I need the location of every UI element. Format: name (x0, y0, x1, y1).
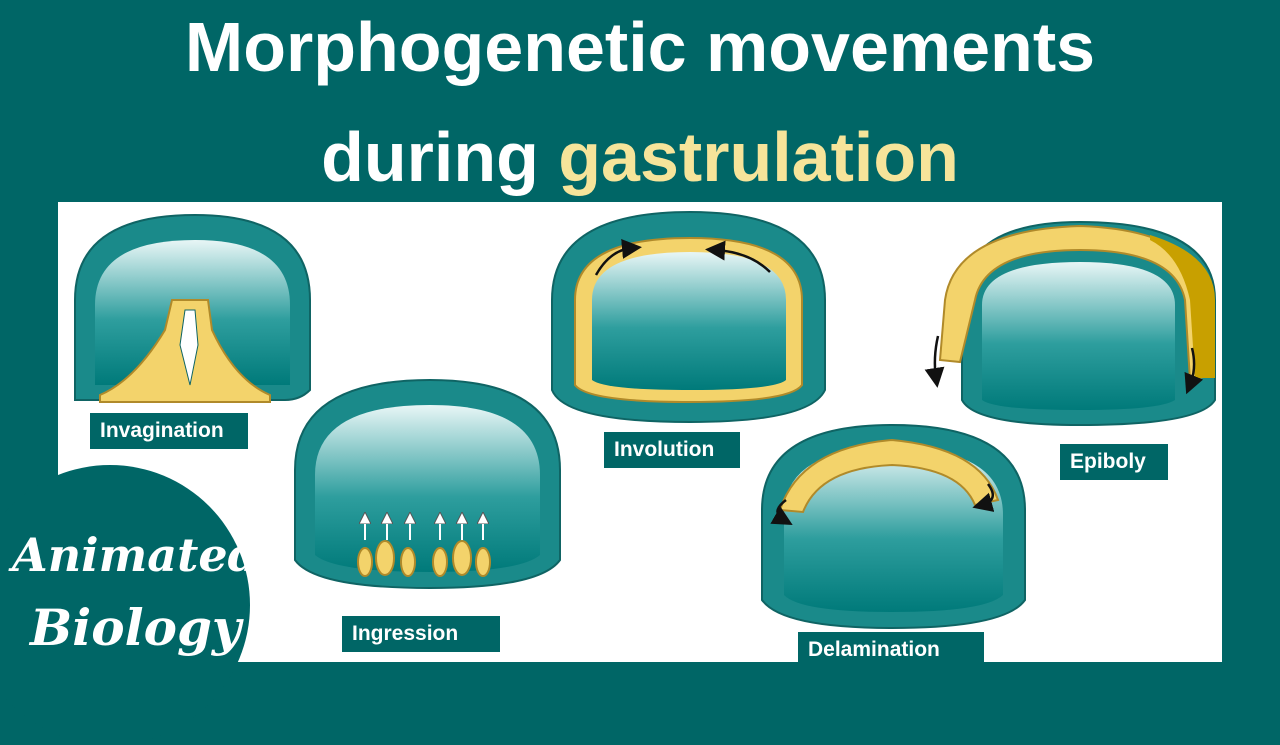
involution-embryo (551, 210, 826, 424)
invagination-embryo (74, 213, 311, 403)
delamination-embryo (761, 423, 1026, 630)
label-delamination: Delamination (798, 632, 984, 668)
label-ingression: Ingression (342, 616, 500, 652)
label-epiboly: Epiboly (1060, 444, 1168, 480)
diagram-drawing (74, 210, 1216, 630)
title-line-1: Morphogenetic movements (184, 8, 1096, 86)
ingression-embryo (294, 378, 561, 590)
epiboly-embryo (924, 220, 1216, 427)
logo-text-line-2: Biology (30, 598, 241, 657)
title-plain: during (321, 118, 559, 196)
logo-text-line-1: Animated (12, 528, 260, 582)
title-highlight: gastrulation (558, 118, 959, 196)
title-line-2: during gastrulation (0, 118, 1280, 196)
label-invagination: Invagination (90, 413, 248, 449)
logo-badge (0, 465, 250, 745)
label-involution: Involution (604, 432, 740, 468)
